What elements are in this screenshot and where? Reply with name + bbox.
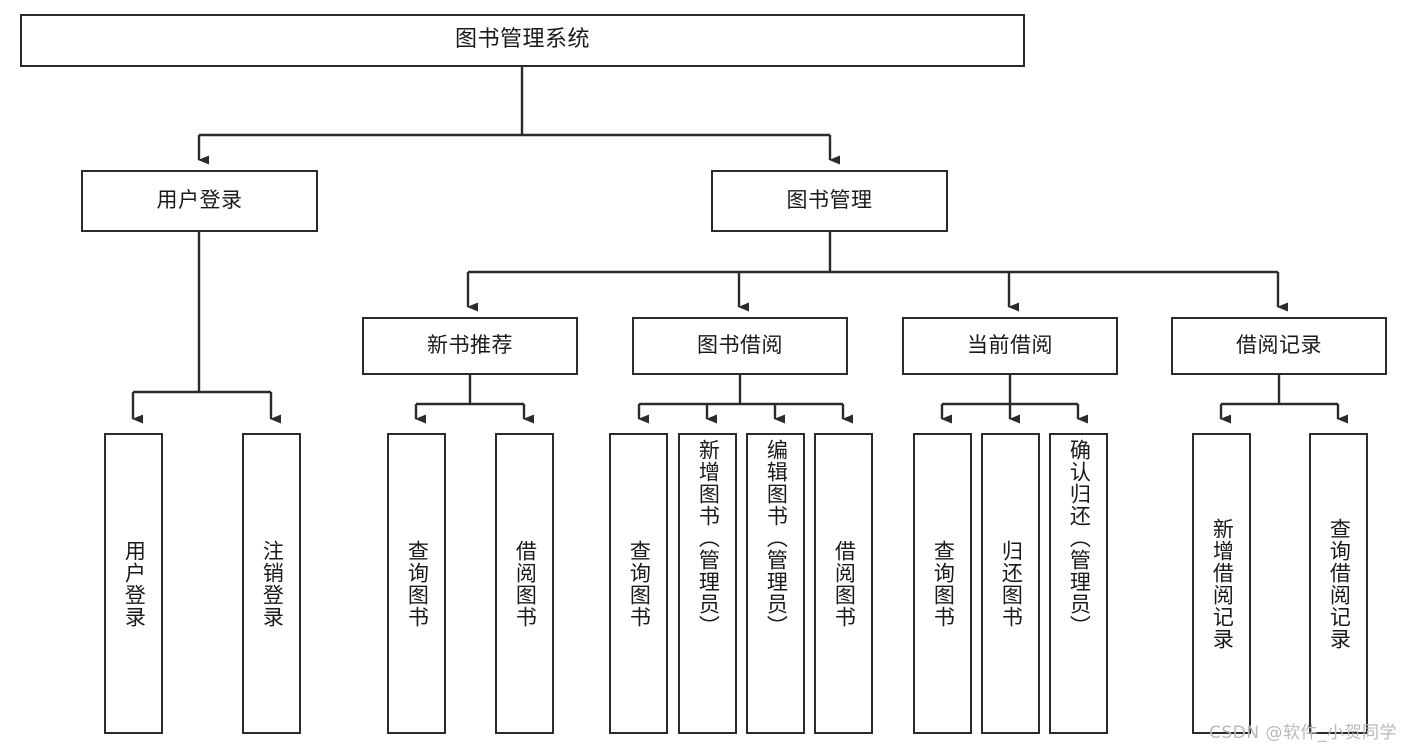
leaf-inner: 新增图书（管理员） <box>680 435 735 736</box>
node-leaf-query-record[interactable]: 查询借阅记录 <box>1309 433 1368 734</box>
leaf-inner: 归还图书 <box>983 435 1038 732</box>
leaf-inner: 查询图书 <box>611 435 666 732</box>
node-root[interactable]: 图书管理系统 <box>20 14 1025 67</box>
node-leaf-confirm-return-label: 确认归还（管理员） <box>1067 439 1092 637</box>
leaf-inner: 借阅图书 <box>497 435 552 732</box>
node-leaf-borrow-book-1[interactable]: 借阅图书 <box>495 433 554 734</box>
node-new-book-recommend[interactable]: 新书推荐 <box>362 317 578 375</box>
leaf-inner: 借阅图书 <box>816 435 871 732</box>
node-leaf-borrow-book-2-label: 借阅图书 <box>832 539 857 628</box>
node-user-login[interactable]: 用户登录 <box>81 170 318 232</box>
node-leaf-add-record[interactable]: 新增借阅记录 <box>1192 433 1251 734</box>
leaf-inner: 查询图书 <box>389 435 444 732</box>
node-leaf-query-book-2-label: 查询图书 <box>627 539 652 628</box>
node-user-login-label: 用户登录 <box>156 188 243 213</box>
leaf-inner: 新增借阅记录 <box>1194 435 1249 732</box>
node-leaf-return-book-label: 归还图书 <box>999 539 1024 628</box>
node-book-management-label: 图书管理 <box>786 188 873 213</box>
node-current-borrow-label: 当前借阅 <box>967 333 1053 358</box>
leaf-inner: 注销登录 <box>244 435 299 732</box>
leaf-inner: 编辑图书（管理员） <box>748 435 803 736</box>
node-book-borrow-label: 图书借阅 <box>697 333 783 358</box>
node-leaf-query-book-1[interactable]: 查询图书 <box>387 433 446 734</box>
node-leaf-confirm-return[interactable]: 确认归还（管理员） <box>1049 433 1108 734</box>
node-root-label: 图书管理系统 <box>454 27 590 53</box>
node-leaf-return-book[interactable]: 归还图书 <box>981 433 1040 734</box>
node-leaf-user-login[interactable]: 用户登录 <box>104 433 163 734</box>
node-leaf-user-logout-label: 注销登录 <box>260 539 285 628</box>
node-leaf-borrow-book-2[interactable]: 借阅图书 <box>814 433 873 734</box>
node-borrow-record[interactable]: 借阅记录 <box>1171 317 1387 375</box>
node-leaf-user-logout[interactable]: 注销登录 <box>242 433 301 734</box>
node-leaf-query-book-2[interactable]: 查询图书 <box>609 433 668 734</box>
node-leaf-add-book-label: 新增图书（管理员） <box>696 439 721 637</box>
node-borrow-record-label: 借阅记录 <box>1236 333 1322 358</box>
node-leaf-edit-book[interactable]: 编辑图书（管理员） <box>746 433 805 734</box>
node-leaf-borrow-book-1-label: 借阅图书 <box>513 539 538 628</box>
node-leaf-query-book-1-label: 查询图书 <box>405 539 430 628</box>
node-leaf-query-book-3-label: 查询图书 <box>931 539 956 628</box>
leaf-inner: 查询借阅记录 <box>1311 435 1366 732</box>
node-leaf-user-login-label: 用户登录 <box>122 539 147 628</box>
node-current-borrow[interactable]: 当前借阅 <box>902 317 1118 375</box>
node-book-borrow[interactable]: 图书借阅 <box>632 317 848 375</box>
node-book-management[interactable]: 图书管理 <box>711 170 948 232</box>
node-leaf-edit-book-label: 编辑图书（管理员） <box>764 439 789 637</box>
leaf-inner: 查询图书 <box>915 435 970 732</box>
leaf-inner: 用户登录 <box>106 435 161 732</box>
leaf-inner: 确认归还（管理员） <box>1051 435 1106 736</box>
node-new-book-recommend-label: 新书推荐 <box>427 333 513 358</box>
node-leaf-add-book[interactable]: 新增图书（管理员） <box>678 433 737 734</box>
node-leaf-query-book-3[interactable]: 查询图书 <box>913 433 972 734</box>
node-leaf-query-record-label: 查询借阅记录 <box>1327 517 1352 650</box>
csdn-watermark: CSDN @软件_小贺同学 <box>1209 723 1397 743</box>
node-leaf-add-record-label: 新增借阅记录 <box>1210 517 1235 650</box>
